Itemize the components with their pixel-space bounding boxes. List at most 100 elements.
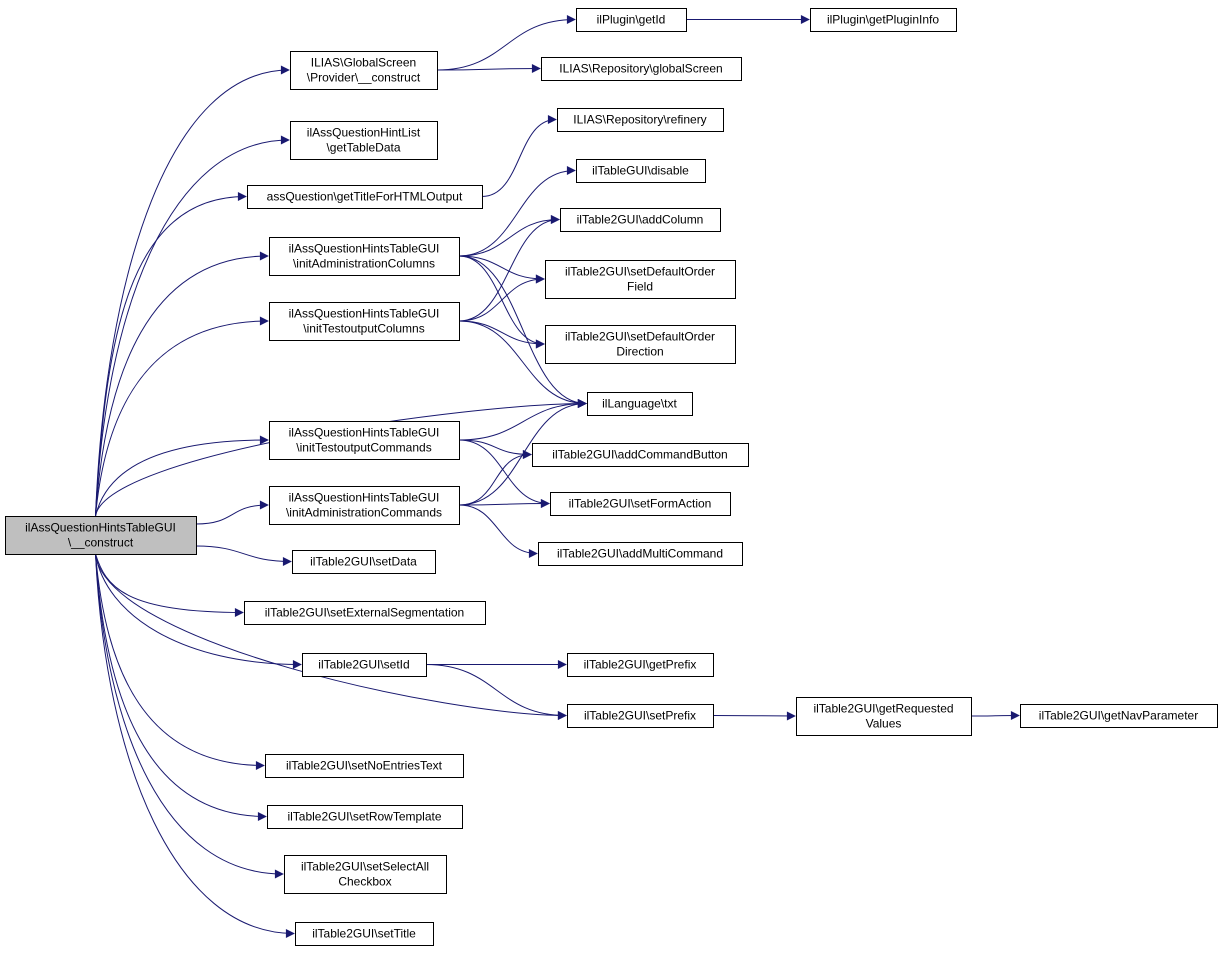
- node-box: [267, 805, 463, 829]
- node-box: [796, 697, 972, 736]
- node-label-line: ilAssQuestionHintsTableGUI: [289, 242, 440, 256]
- edge-root-to-select-all: [95, 553, 284, 879]
- node-label-line: ilAssQuestionHintList: [307, 126, 421, 140]
- node-init-admin-cmds[interactable]: ilAssQuestionHintsTableGUI\initAdministr…: [269, 486, 460, 525]
- node-get-prefix[interactable]: ilTable2GUI\getPrefix: [567, 653, 714, 677]
- node-label-line: ilPlugin\getPluginInfo: [827, 13, 939, 27]
- node-set-data[interactable]: ilTable2GUI\setData: [292, 550, 436, 574]
- node-label-line: ilTable2GUI\setDefaultOrder: [565, 265, 715, 279]
- node-add-column[interactable]: ilTable2GUI\addColumn: [560, 208, 721, 232]
- edge-init-admin-cols-to-default-order-field: [458, 255, 545, 284]
- edge-root-to-row-template: [95, 553, 267, 821]
- node-repo-global[interactable]: ILIAS\Repository\globalScreen: [541, 57, 742, 81]
- node-set-id[interactable]: ilTable2GUI\setId: [302, 653, 427, 677]
- edge-init-admin-cols-to-add-column: [458, 215, 560, 257]
- edge-init-admin-cmds-to-lang-txt: [458, 399, 587, 506]
- node-box: [5, 516, 197, 555]
- edges-layer: [95, 15, 1020, 938]
- node-gs-provider[interactable]: ILIAS\GlobalScreen\Provider\__construct: [290, 51, 438, 90]
- node-repo-refinery[interactable]: ILIAS\Repository\refinery: [557, 108, 724, 132]
- node-box: [587, 392, 693, 416]
- node-tablegui-disable[interactable]: ilTableGUI\disable: [576, 159, 706, 183]
- edge-root-to-gs-provider: [95, 65, 290, 517]
- node-box: [295, 922, 434, 946]
- node-box: [265, 754, 464, 778]
- node-init-test-cmds[interactable]: ilAssQuestionHintsTableGUI\initTestoutpu…: [269, 421, 460, 460]
- node-get-nav-param[interactable]: ilTable2GUI\getNavParameter: [1020, 704, 1218, 728]
- node-box: [302, 653, 427, 677]
- node-label-line: ilTable2GUI\addCommandButton: [552, 448, 727, 462]
- edge-set-prefix-to-get-req-values: [712, 711, 796, 721]
- node-set-title[interactable]: ilTable2GUI\setTitle: [295, 922, 434, 946]
- node-set-form-action[interactable]: ilTable2GUI\setFormAction: [550, 492, 731, 516]
- edge-root-to-set-data: [195, 545, 292, 566]
- node-box: [560, 208, 721, 232]
- node-plugin-getid[interactable]: ilPlugin\getId: [576, 8, 687, 32]
- node-box: [557, 108, 724, 132]
- edge-root-to-set-title: [95, 553, 295, 938]
- node-box: [292, 550, 436, 574]
- node-label-line: ilTable2GUI\getRequested: [813, 702, 953, 716]
- node-label-line: ilAssQuestionHintsTableGUI: [25, 521, 176, 535]
- node-label-line: \initTestoutputCommands: [296, 441, 431, 455]
- edge-init-test-cols-to-lang-txt: [458, 320, 587, 408]
- node-no-entries[interactable]: ilTable2GUI\setNoEntriesText: [265, 754, 464, 778]
- node-set-prefix[interactable]: ilTable2GUI\setPrefix: [567, 704, 714, 728]
- node-label-line: \getTableData: [326, 141, 400, 155]
- node-label-line: ilTable2GUI\addColumn: [577, 213, 704, 227]
- node-init-admin-cols[interactable]: ilAssQuestionHintsTableGUI\initAdministr…: [269, 237, 460, 276]
- edge-root-to-no-entries: [95, 553, 265, 770]
- edge-init-admin-cmds-to-set-form-action: [458, 499, 550, 509]
- node-label-line: ILIAS\Repository\refinery: [573, 113, 706, 127]
- nodes-layer: ilAssQuestionHintsTableGUI\__constructIL…: [5, 8, 1218, 946]
- node-add-cmd-button[interactable]: ilTable2GUI\addCommandButton: [532, 443, 749, 467]
- node-label-line: \__construct: [68, 536, 134, 550]
- node-label-line: ilTable2GUI\setSelectAll: [301, 860, 429, 874]
- edge-init-test-cmds-to-lang-txt: [458, 399, 587, 441]
- edge-root-to-init-test-cmds: [95, 435, 269, 517]
- edge-init-test-cols-to-default-order-field: [458, 274, 545, 322]
- node-init-test-cols[interactable]: ilAssQuestionHintsTableGUI\initTestoutpu…: [269, 302, 460, 341]
- node-label-line: ilTable2GUI\setRowTemplate: [287, 810, 441, 824]
- node-add-multi-cmd[interactable]: ilTable2GUI\addMultiCommand: [538, 542, 743, 566]
- node-label-line: ilTable2GUI\setExternalSegmentation: [265, 606, 464, 620]
- node-box: [244, 601, 486, 625]
- node-label-line: ILIAS\GlobalScreen: [311, 56, 416, 70]
- edge-init-admin-cmds-to-add-multi-cmd: [458, 504, 538, 558]
- node-hintlist[interactable]: ilAssQuestionHintList\getTableData: [290, 121, 438, 160]
- node-row-template[interactable]: ilTable2GUI\setRowTemplate: [267, 805, 463, 829]
- node-label-line: ilTable2GUI\setDefaultOrder: [565, 330, 715, 344]
- edge-root-to-init-admin-cols: [95, 251, 269, 517]
- edge-set-id-to-set-prefix: [425, 664, 567, 720]
- edge-get-req-values-to-get-nav-param: [970, 711, 1020, 721]
- edge-init-test-cmds-to-add-cmd-button: [458, 439, 532, 459]
- node-label-line: ilTable2GUI\setPrefix: [584, 709, 696, 723]
- node-label-line: ilPlugin\getId: [597, 13, 666, 27]
- node-lang-txt[interactable]: ilLanguage\txt: [587, 392, 693, 416]
- node-label-line: ILIAS\Repository\globalScreen: [559, 62, 722, 76]
- node-label-line: ilTable2GUI\setData: [310, 555, 417, 569]
- node-box: [290, 51, 438, 90]
- node-root[interactable]: ilAssQuestionHintsTableGUI\__construct: [5, 516, 197, 555]
- edge-init-test-cols-to-add-column: [458, 215, 560, 322]
- node-label-line: ilTable2GUI\setNoEntriesText: [286, 759, 443, 773]
- edge-root-to-set-id: [95, 553, 302, 669]
- node-box: [538, 542, 743, 566]
- node-label-line: Direction: [616, 345, 663, 359]
- node-label-line: ilTable2GUI\addMultiCommand: [557, 547, 723, 561]
- node-box: [269, 302, 460, 341]
- node-box: [576, 8, 687, 32]
- node-label-line: ilAssQuestionHintsTableGUI: [289, 426, 440, 440]
- node-label-line: \Provider\__construct: [307, 71, 421, 85]
- node-plugin-info[interactable]: ilPlugin\getPluginInfo: [810, 8, 957, 32]
- node-box: [545, 260, 736, 299]
- node-ext-seg[interactable]: ilTable2GUI\setExternalSegmentation: [244, 601, 486, 625]
- node-title-html[interactable]: assQuestion\getTitleForHTMLOutput: [247, 185, 483, 209]
- node-label-line: \initAdministrationCommands: [286, 506, 442, 520]
- node-box: [269, 486, 460, 525]
